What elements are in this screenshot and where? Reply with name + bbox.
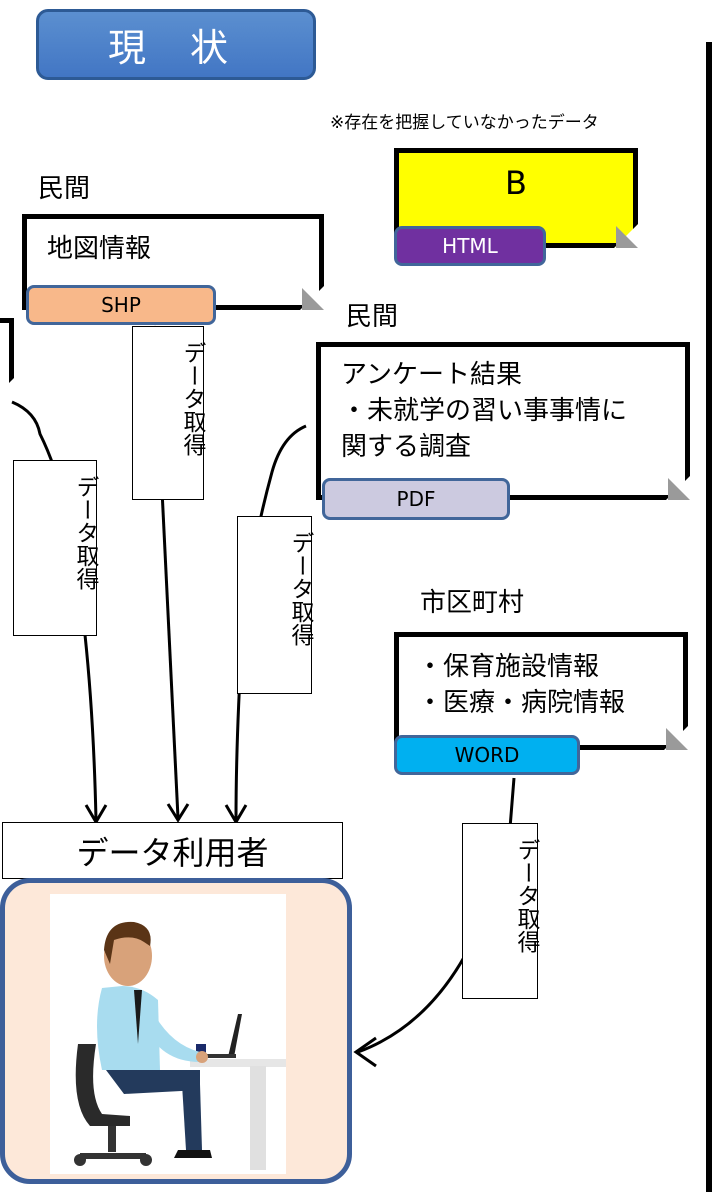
doc-childcare-line1: ・保育施設情報 (417, 652, 600, 682)
data-acquisition-label: データ取得 (513, 838, 539, 953)
data-acquisition-label: データ取得 (179, 341, 205, 456)
doc-survey-line1: アンケート結果 (341, 360, 522, 390)
user-illustration (50, 894, 286, 1174)
doc-map-text: 地図情報 (47, 234, 152, 264)
doc-survey-line3: 関する調査 (341, 432, 472, 462)
data-acquisition-box-childcare: データ取得 (462, 823, 539, 999)
doc-b-label: B (505, 164, 527, 202)
arrowhead-childcare (353, 1036, 377, 1068)
page-title: 現 状 (36, 9, 316, 80)
divider-line (706, 42, 712, 1192)
data-acquisition-label: データ取得 (287, 531, 313, 646)
data-acquisition-box-survey: データ取得 (237, 516, 313, 694)
unknown-data-note: ※存在を把握していなかったデータ (330, 113, 599, 133)
format-badge-pdf: PDF (322, 478, 510, 520)
doc-survey: アンケート結果 ・未就学の習い事事情に 関する調査 (316, 342, 690, 500)
arrowhead-map (166, 803, 190, 823)
data-acquisition-box-map: データ取得 (132, 326, 205, 500)
source-label-municipal: 市区町村 (420, 588, 525, 618)
format-badge-word: WORD (394, 735, 580, 775)
format-badge-html: HTML (394, 226, 546, 266)
source-label-private-2: 民間 (346, 302, 399, 332)
person-at-desk-icon (74, 921, 286, 1170)
data-user-label: データ利用者 (2, 822, 343, 879)
doc-childcare: ・保育施設情報 ・医療・病院情報 (394, 632, 688, 750)
doc-survey-fold (668, 478, 690, 500)
doc-b-fold (616, 226, 638, 248)
source-label-private-1: 民間 (38, 174, 91, 204)
doc-survey-line2: ・未就学の習い事事情に (341, 396, 628, 426)
format-badge-shp: SHP (26, 285, 216, 325)
data-acquisition-label: データ取得 (72, 475, 98, 590)
data-acquisition-box-left: データ取得 (13, 460, 98, 636)
doc-childcare-fold (666, 728, 688, 750)
doc-map-fold (302, 288, 324, 310)
doc-childcare-line2: ・医療・病院情報 (417, 688, 626, 718)
